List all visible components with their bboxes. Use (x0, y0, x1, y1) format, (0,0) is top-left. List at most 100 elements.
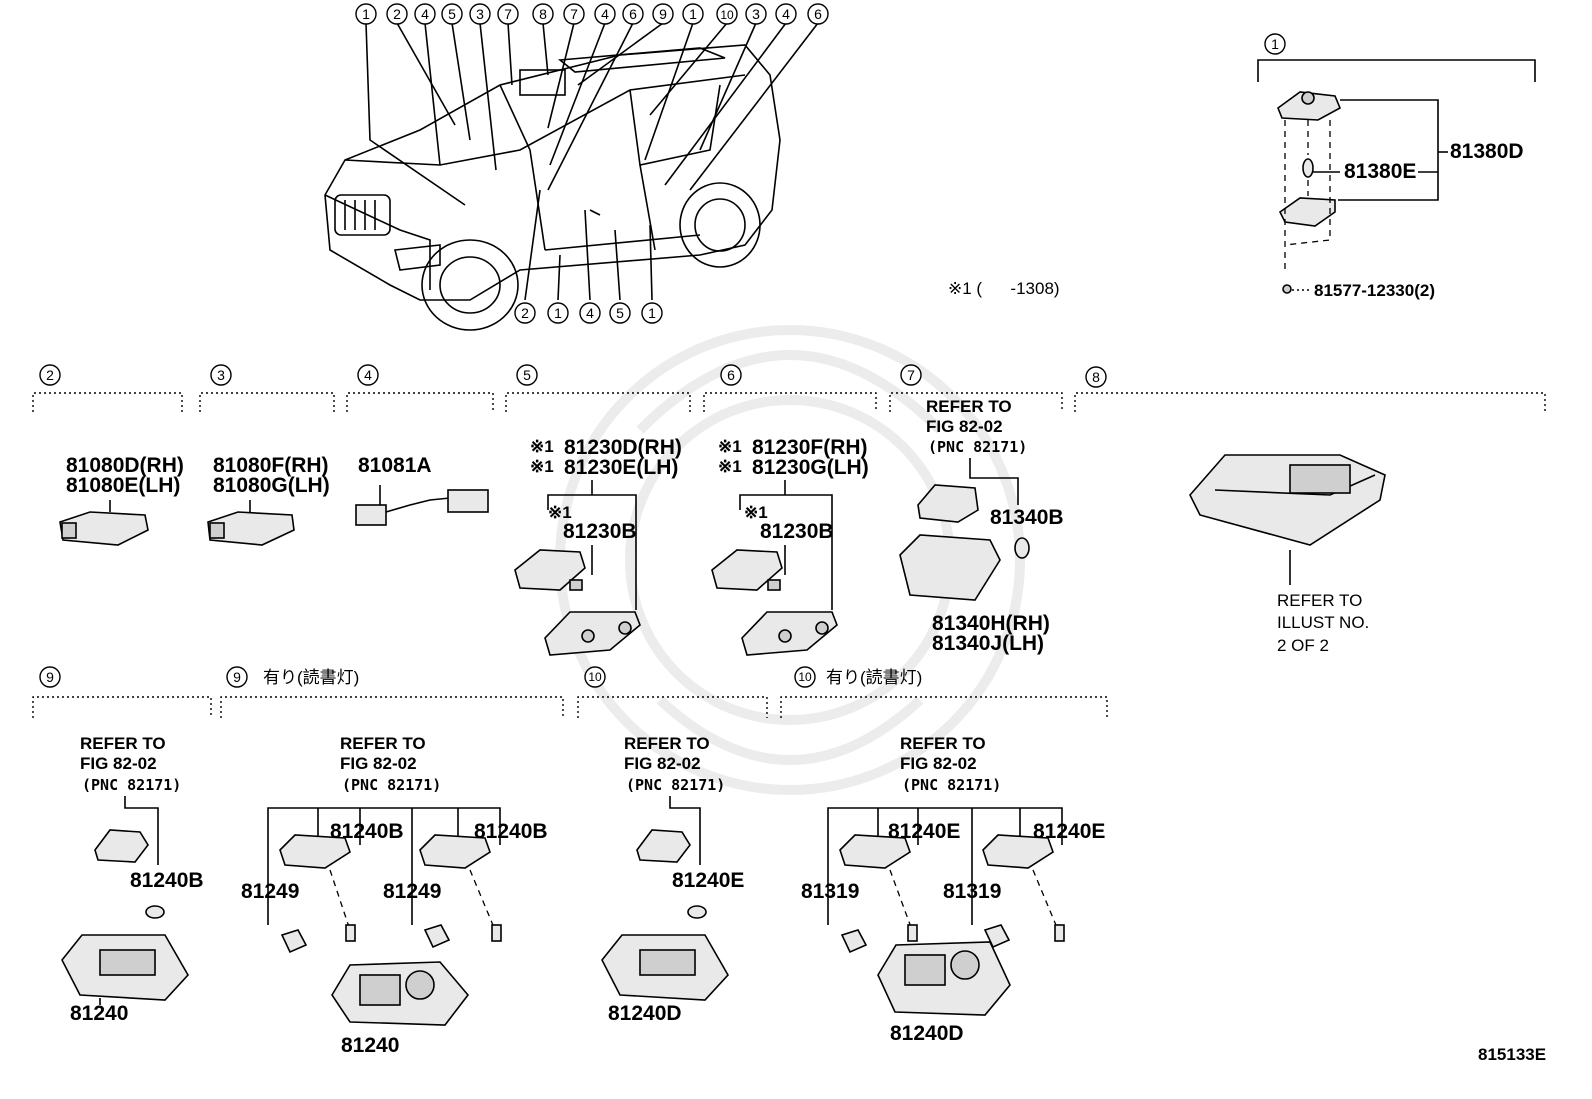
callout-top-6: 7 (504, 6, 512, 22)
section-5: 5 ※1 81230D(RH) ※1 81230E(LH) ※1 81230B (514, 364, 682, 656)
section-4: 4 81081A (355, 364, 489, 526)
section-8: 8 REFER TO ILLUST NO. 2 OF 2 (1085, 366, 1386, 655)
section-7-refer-1: REFER TO (926, 397, 1012, 416)
section-9-key: 9 (46, 669, 54, 685)
section-7-refer-3: (PNC 82171) (928, 438, 1027, 456)
section-10-refer-3: (PNC 82171) (626, 776, 725, 794)
section-2-part-rh: 81080D(RH) (66, 454, 184, 477)
section-10b-socket-b: 81319 (943, 880, 1001, 903)
callout-top-12: 1 (689, 6, 697, 22)
section-6: 6 ※1 81230F(RH) ※1 81230G(LH) ※1 81230B (711, 364, 869, 656)
socket-connector-icon (280, 929, 308, 954)
callout-top-1: 1 (362, 6, 370, 22)
section-9: 9 REFER TO FIG 82-02 (PNC 82171) 81240B … (39, 666, 204, 1025)
callout-top-7: 8 (539, 6, 547, 22)
overview-top-callouts: 1 2 4 5 3 7 8 7 4 6 9 1 10 3 4 6 (355, 3, 829, 25)
section-5-mark-2: ※1 (530, 457, 554, 476)
section-3-part-lh: 81080G(LH) (213, 474, 330, 497)
wedge-bulb-icon (145, 905, 165, 919)
callout-top-5: 3 (476, 6, 484, 22)
row2-brackets (32, 392, 1546, 412)
overview-note: ※1 ( -1308) (948, 279, 1060, 298)
section-6-part-rh: 81230F(RH) (752, 436, 868, 459)
socket-connector-icon (840, 929, 868, 954)
section-9b-bulb-b: 81240B (474, 820, 548, 843)
section-9b-bulb-a: 81240B (330, 820, 404, 843)
reading-bulb-icon (1054, 924, 1065, 942)
section-8-refer-1: REFER TO (1277, 591, 1362, 610)
callout-top-11: 9 (659, 6, 667, 22)
luggage-lamp-icon (899, 534, 1001, 601)
section-7-refer-2: FIG 82-02 (926, 417, 1003, 436)
section-5-sub-part: 81230B (563, 520, 637, 543)
section-9-reading: 9 有り(読書灯) REFER TO FIG 82-02 (PNC 82171)… (226, 666, 548, 1057)
section-7: 7 REFER TO FIG 82-02 (PNC 82171) 81340B … (899, 364, 1064, 655)
screw-icon (1282, 284, 1292, 294)
section-3-part-rh: 81080F(RH) (213, 454, 329, 477)
section-5-part-rh: 81230D(RH) (564, 436, 682, 459)
section-2: 2 81080D(RH) 81080E(LH) (39, 364, 184, 546)
section-10b-bulb-a: 81240E (888, 820, 960, 843)
detail-1-group: 1 81380D 81380E 81577-12330(2) (1257, 33, 1536, 300)
callout-top-13: 10 (720, 8, 734, 22)
section-10b-refer-3: (PNC 82171) (902, 776, 1001, 794)
section-3: 3 81080F(RH) 81080G(LH) (207, 364, 330, 546)
section-10b-refer-2: FIG 82-02 (900, 754, 977, 773)
section-10-lamp: 81240D (608, 1002, 682, 1025)
section-5-mark: ※1 (530, 437, 554, 456)
section-9b-refer-1: REFER TO (340, 734, 426, 753)
section-6-sub-mark: ※1 (744, 503, 768, 522)
section-7-part-lh: 81340J(LH) (932, 632, 1044, 655)
lamp-socket-icon (419, 834, 491, 869)
section-6-part-lh: 81230G(LH) (752, 456, 869, 479)
wedge-bulb-icon (1014, 537, 1030, 559)
section-10-refer-1: REFER TO (624, 734, 710, 753)
lamp-socket-icon (982, 834, 1054, 869)
section-9-refer-1: REFER TO (80, 734, 166, 753)
section-9b-key: 9 (233, 669, 241, 685)
section-10-reading: 10 有り(読書灯) REFER TO FIG 82-02 (PNC 82171… (794, 666, 1105, 1045)
section-5-key: 5 (523, 367, 531, 383)
section-10b-key: 10 (798, 670, 812, 684)
section-10b-lamp: 81240D (890, 1022, 964, 1045)
section-7-part-rh: 81340H(RH) (932, 612, 1050, 635)
detail-1-screw: 81577-12330(2) (1314, 281, 1435, 300)
connector-icon (447, 489, 489, 513)
callout-top-15: 4 (782, 6, 790, 22)
courtesy-lamp-icon (207, 511, 295, 546)
overview-bottom-callouts: 2 1 4 5 1 (514, 302, 663, 324)
reading-bulb-icon (907, 924, 918, 942)
section-4-part: 81081A (358, 454, 432, 477)
row3-brackets (32, 696, 1108, 718)
socket-connector-icon (423, 924, 451, 949)
section-10-key: 10 (588, 670, 602, 684)
section-9b-refer-2: FIG 82-02 (340, 754, 417, 773)
section-9b-lamp: 81240 (341, 1034, 399, 1057)
lamp-socket-icon (839, 834, 911, 869)
section-8-refer-3: 2 OF 2 (1277, 636, 1329, 655)
connector-icon (355, 504, 387, 526)
detail-1-key: 1 (1271, 36, 1279, 52)
callout-top-4: 5 (448, 6, 456, 22)
dome-lamp-base-icon (1277, 91, 1342, 121)
section-7-bulb: 81340B (990, 506, 1064, 529)
section-6-mark: ※1 (718, 437, 742, 456)
reading-bulb-icon (491, 924, 502, 942)
section-9-refer-3: (PNC 82171) (82, 776, 181, 794)
section-9-lamp: 81240 (70, 1002, 128, 1025)
section-10-bulb: 81240E (672, 869, 744, 892)
section-9-refer-2: FIG 82-02 (80, 754, 157, 773)
section-3-key: 3 (217, 367, 225, 383)
callout-bottom-1: 2 (521, 305, 529, 321)
callout-top-10: 6 (629, 6, 637, 22)
section-6-key: 6 (727, 367, 735, 383)
overhead-console-icon (1189, 454, 1386, 546)
callout-top-3: 4 (421, 6, 429, 22)
door-lamp-socket-icon (711, 549, 783, 591)
section-9b-refer-3: (PNC 82171) (342, 776, 441, 794)
callout-top-16: 6 (814, 6, 822, 22)
section-8-key: 8 (1092, 369, 1100, 385)
section-10b-bulb-b: 81240E (1033, 820, 1105, 843)
section-10b-caption: 有り(読書灯) (826, 668, 922, 687)
